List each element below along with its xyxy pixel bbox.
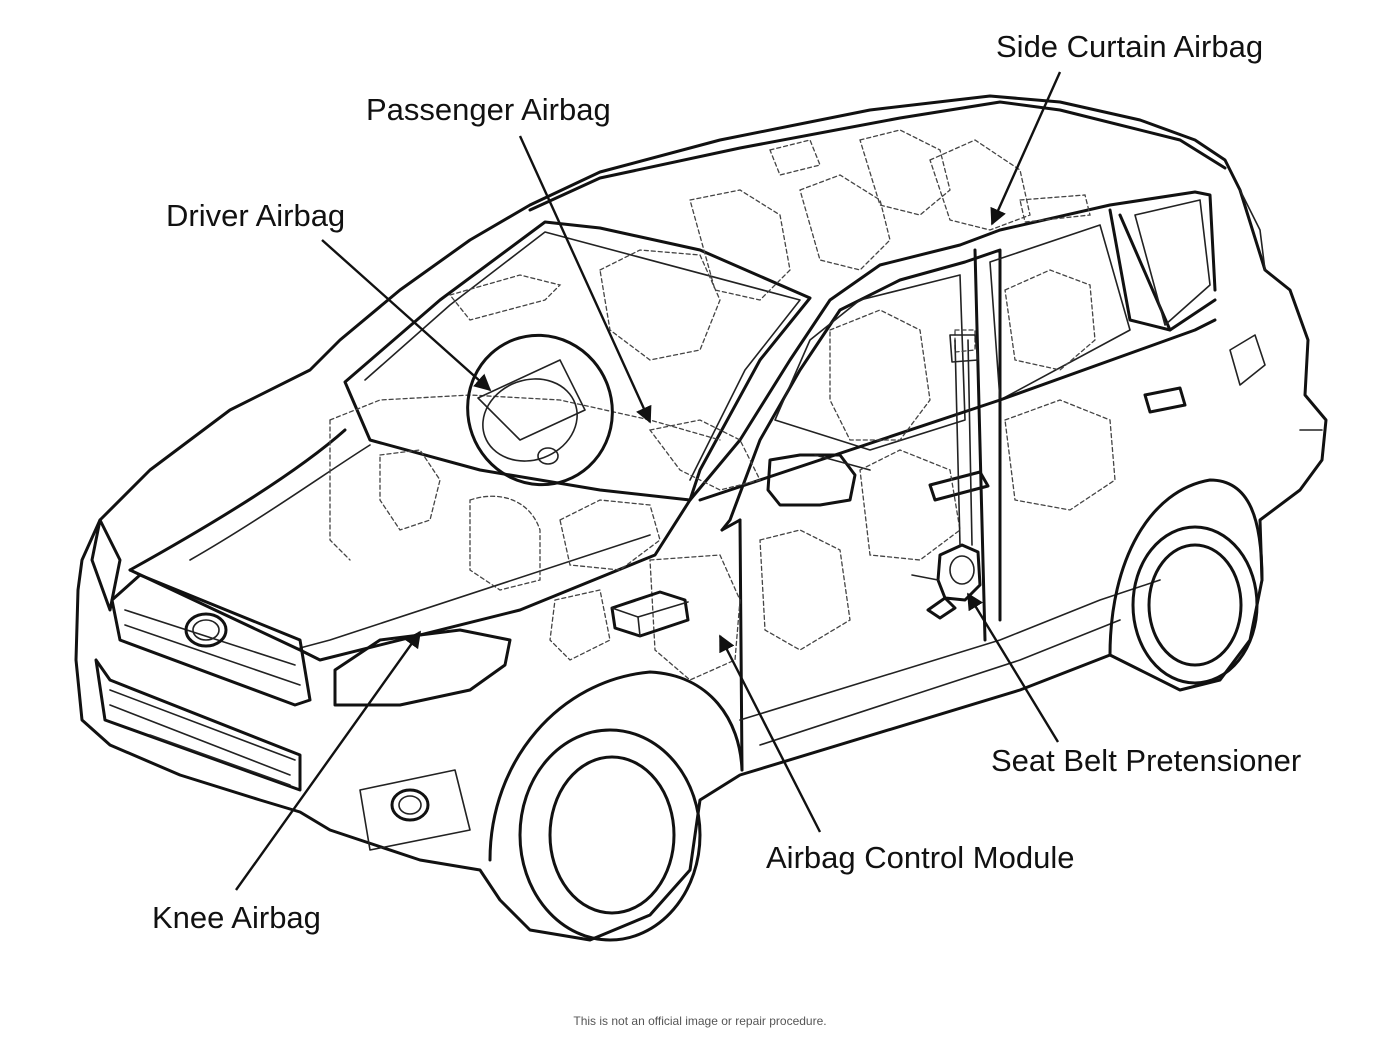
interior-phantom-view bbox=[329, 129, 1116, 681]
label-knee-airbag: Knee Airbag bbox=[152, 900, 321, 935]
label-side-curtain-airbag: Side Curtain Airbag bbox=[996, 29, 1264, 64]
airbag-control-module-icon bbox=[610, 590, 690, 638]
label-passenger-airbag: Passenger Airbag bbox=[366, 92, 611, 127]
airbag-components bbox=[466, 333, 982, 638]
leader-pretensioner bbox=[966, 592, 1060, 743]
seat-belt-pretensioner-icon bbox=[911, 334, 982, 620]
label-airbag-control-module: Airbag Control Module bbox=[766, 840, 1075, 875]
leader-control-module bbox=[718, 634, 822, 833]
leader-knee bbox=[235, 630, 421, 891]
callout-leaders bbox=[235, 71, 1062, 891]
leader-side-curtain bbox=[990, 71, 1062, 226]
steering-wheel-icon bbox=[466, 333, 614, 487]
leader-passenger bbox=[518, 135, 652, 424]
label-seat-belt-pretensioner: Seat Belt Pretensioner bbox=[991, 743, 1302, 778]
leader-driver bbox=[321, 239, 492, 392]
disclaimer-note: This is not an official image or repair … bbox=[573, 1014, 827, 1028]
label-driver-airbag: Driver Airbag bbox=[166, 198, 346, 233]
